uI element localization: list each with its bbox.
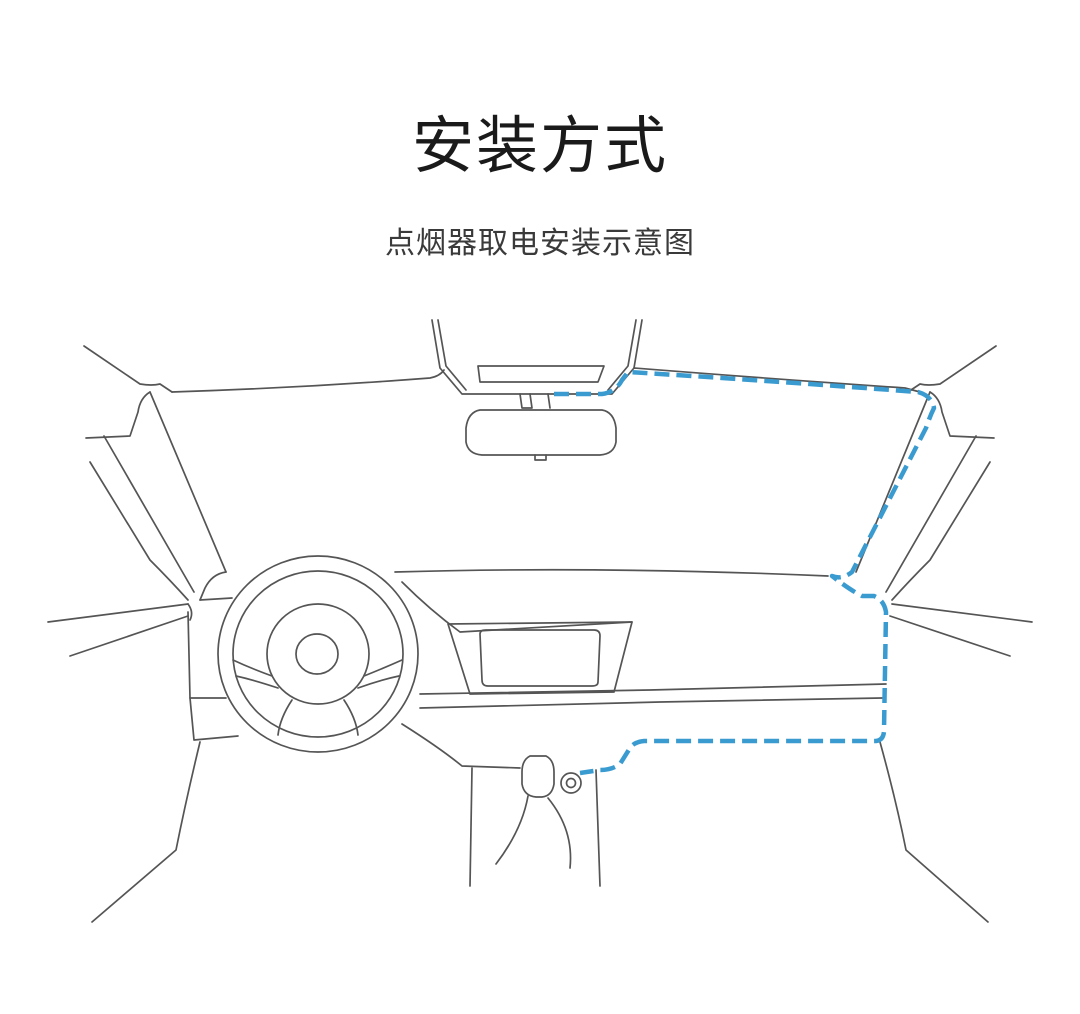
windshield-top-edge [171,369,445,393]
door-lines-left [47,603,193,657]
roof-outline [83,345,997,393]
power-cable-route [554,369,937,776]
steering-wheel [217,555,419,753]
a-pillar-right [855,391,995,601]
lighter-socket [560,772,582,794]
mirror-mount [431,319,643,409]
dashboard [187,568,887,769]
rearview-mirror [465,409,617,461]
floor-lines [91,741,989,923]
windshield-top-edge-right [633,367,921,393]
door-lines-right [889,603,1033,657]
center-console [447,621,633,695]
page-subtitle: 点烟器取电安装示意图 [385,226,695,261]
a-pillar-left [85,391,227,601]
lighter-charger [495,755,572,869]
page-title: 安装方式 [411,109,668,182]
